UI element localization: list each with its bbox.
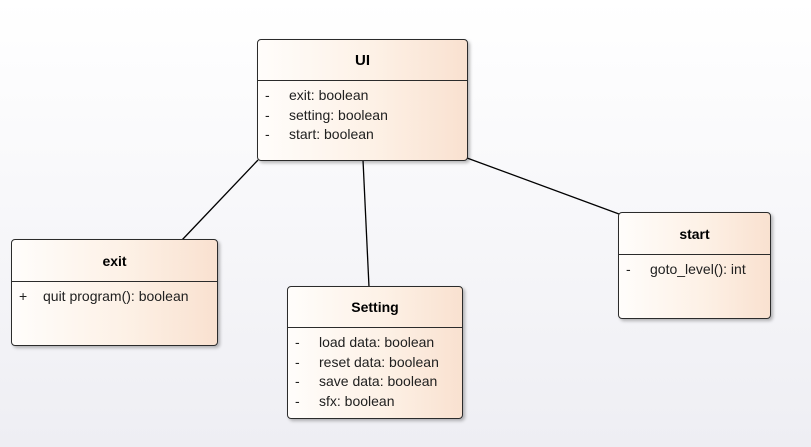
member-signature: goto_level(): int (650, 261, 746, 277)
visibility-marker: - (295, 353, 300, 370)
member-row: - load data: boolean (288, 333, 462, 353)
member-row: - setting: boolean (258, 106, 467, 126)
class-box-exit[interactable]: exit + quit program(): boolean (11, 239, 218, 346)
visibility-marker: - (626, 261, 631, 277)
member-signature: start: boolean (289, 126, 374, 142)
visibility-marker: - (295, 334, 300, 350)
member-signature: setting: boolean (289, 106, 388, 123)
member-row: - start: boolean (258, 125, 467, 145)
member-signature: exit: boolean (289, 87, 369, 103)
association-ui-exit (181, 159, 259, 241)
member-list-exit: + quit program(): boolean (12, 282, 217, 307)
member-row: + quit program(): boolean (12, 287, 217, 307)
member-list-start: - goto_level(): int (619, 255, 770, 280)
member-signature: save data: boolean (319, 373, 438, 389)
member-row: - reset data: boolean (288, 353, 462, 373)
member-row: - sfx: boolean (288, 392, 462, 412)
association-ui-setting (362, 159, 370, 288)
visibility-marker: - (295, 373, 300, 389)
visibility-marker: - (295, 392, 300, 409)
class-box-start[interactable]: start - goto_level(): int (618, 212, 771, 319)
member-row: - save data: boolean (288, 372, 462, 392)
class-box-ui[interactable]: UI - exit: boolean - setting: boolean - … (257, 39, 468, 161)
member-signature: quit program(): boolean (43, 288, 189, 304)
association-ui-start (466, 157, 620, 215)
visibility-marker: - (265, 87, 270, 103)
member-signature: reset data: boolean (319, 353, 439, 370)
visibility-marker: - (265, 126, 270, 142)
member-signature: load data: boolean (319, 334, 435, 350)
class-name-ui: UI (258, 40, 467, 81)
member-signature: sfx: boolean (319, 392, 395, 409)
class-name-setting: Setting (288, 287, 462, 328)
visibility-marker: - (265, 106, 270, 123)
member-list-ui: - exit: boolean - setting: boolean - sta… (258, 81, 467, 145)
member-list-setting: - load data: boolean - reset data: boole… (288, 328, 462, 411)
member-row: - exit: boolean (258, 86, 467, 106)
class-box-setting[interactable]: Setting - load data: boolean - reset dat… (287, 286, 463, 419)
member-row: - goto_level(): int (619, 260, 770, 280)
visibility-marker: + (19, 288, 28, 304)
class-name-exit: exit (12, 240, 217, 282)
class-name-start: start (619, 213, 770, 255)
